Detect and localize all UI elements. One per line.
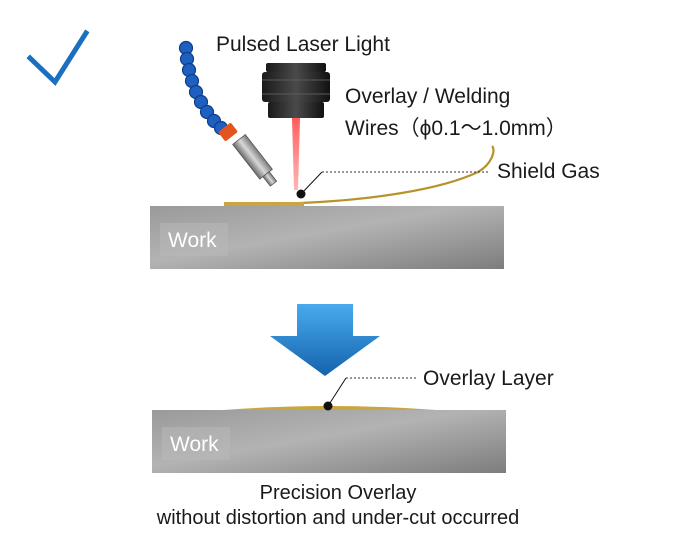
gas-nozzle (232, 134, 278, 187)
work-piece-top (150, 202, 504, 269)
laser-head (262, 63, 330, 118)
pulsed-laser-label: Pulsed Laser Light (216, 33, 390, 56)
down-arrow-icon (270, 304, 380, 376)
welding-wire (299, 145, 495, 205)
laser-beam (292, 118, 300, 190)
coolant-hose (178, 40, 229, 136)
wire-leader-line (300, 171, 323, 195)
caption-line-1: Precision Overlay (260, 482, 417, 504)
work-piece-bottom (152, 406, 506, 473)
shield-gas-label: Shield Gas (497, 160, 600, 183)
work-label-bottom: Work (170, 433, 219, 456)
overlay-layer-label: Overlay Layer (423, 367, 554, 390)
caption-line-2: without distortion and under-cut occurre… (156, 507, 519, 529)
work-label-top: Work (168, 229, 217, 252)
checkmark-icon (26, 29, 90, 86)
overlay-wires-label-1: Overlay / Welding (345, 85, 510, 108)
overlay-wires-label-2: Wires（ϕ0.1〜1.0mm） (345, 117, 567, 140)
overlay-leader-line (327, 377, 347, 407)
nozzle-collar (218, 123, 238, 141)
